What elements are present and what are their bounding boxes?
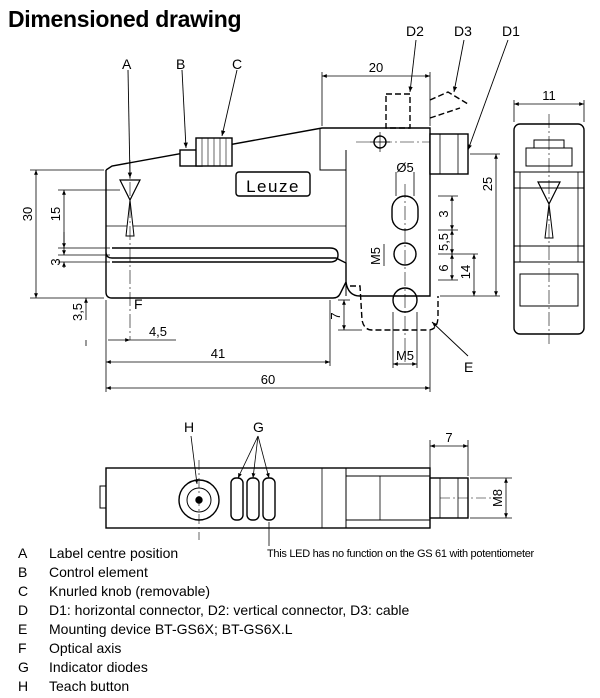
bottom-labels: H G 7 M8 (184, 419, 505, 507)
side-view (513, 114, 585, 344)
dim-7-left: 7 (328, 312, 343, 319)
legend-text: Label centre position (49, 545, 179, 561)
legend-text: Control element (49, 564, 148, 580)
dim-5-5: 5,5 (436, 233, 451, 251)
dim-m5-upper: M5 (368, 247, 383, 265)
legend-key: E (18, 621, 28, 637)
dim-4-5: 4,5 (149, 324, 167, 339)
front-view (105, 91, 469, 362)
callout-c: C (232, 56, 242, 72)
bottom-view (99, 460, 500, 540)
callout-g: G (253, 419, 264, 435)
dim-20: 20 (369, 60, 383, 75)
legend-text: Knurled knob (removable) (49, 583, 211, 599)
callout-d3: D3 (454, 23, 472, 39)
callout-labels: A B C D2 D3 D1 E F Leuze (122, 23, 520, 375)
dim-60: 60 (261, 372, 275, 387)
brand-label-box (235, 171, 311, 197)
callout-e: E (464, 359, 473, 375)
mounting-device (350, 285, 439, 331)
dim-m5-lower: M5 (396, 348, 414, 363)
dim-25: 25 (480, 177, 495, 191)
dim-phi5: Ø5 (396, 160, 413, 175)
dim-15: 15 (48, 207, 63, 221)
brand-label: Leuze (246, 177, 300, 196)
callout-f: F (134, 296, 143, 312)
callout-b: B (176, 56, 185, 72)
bottom-dimensions-and-leaders (190, 435, 512, 546)
side-dimensions (513, 100, 585, 122)
cable-outlet (429, 91, 469, 119)
dim-30: 30 (20, 207, 35, 221)
led-note: This LED has no function on the GS 61 wi… (267, 548, 534, 560)
mounting-hole-upper (393, 242, 417, 266)
legend-text: Teach button (49, 678, 130, 694)
legend-key: F (18, 640, 27, 656)
dim-m8: M8 (490, 489, 505, 507)
indicator-diode-1 (230, 477, 244, 521)
callout-leaders (127, 39, 509, 357)
dim-11: 11 (542, 88, 556, 103)
legend-text: Mounting device BT-GS6X; BT-GS6X.L (49, 621, 293, 637)
callout-h: H (184, 419, 194, 435)
dim-14: 14 (458, 265, 473, 279)
fork-gap (112, 247, 339, 263)
dim-3-left: 3 (48, 258, 63, 265)
callout-d2: D2 (406, 23, 424, 39)
front-dimension-values: 20 30 15 3 3,5 4,5 41 60 Ø5 3 5,5 M5 6 1… (20, 60, 495, 387)
legend-text: D1: horizontal connector, D2: vertical c… (49, 602, 410, 618)
horizontal-connector (429, 133, 469, 175)
drawing-title: Dimensioned drawing (8, 6, 242, 32)
sensor-housing (105, 127, 431, 297)
dim-3-5: 3,5 (70, 303, 85, 321)
dim-3-right: 3 (436, 210, 451, 217)
legend-text: Indicator diodes (49, 659, 148, 675)
dim-6: 6 (436, 264, 451, 271)
callout-d1: D1 (502, 23, 520, 39)
legend-key: C (18, 583, 29, 599)
legend-key: D (18, 602, 29, 618)
vertical-connector (385, 93, 411, 129)
dim-7: 7 (445, 430, 452, 445)
legend-key: A (18, 545, 28, 561)
callout-a: A (122, 56, 132, 72)
legend-key: G (18, 659, 29, 675)
legend-key: B (18, 564, 28, 580)
legend-key: H (18, 678, 29, 694)
sensor-body-outline (105, 170, 347, 299)
bottom-view-body (105, 467, 431, 529)
dim-41: 41 (211, 346, 225, 361)
legend-text: Optical axis (49, 640, 122, 656)
